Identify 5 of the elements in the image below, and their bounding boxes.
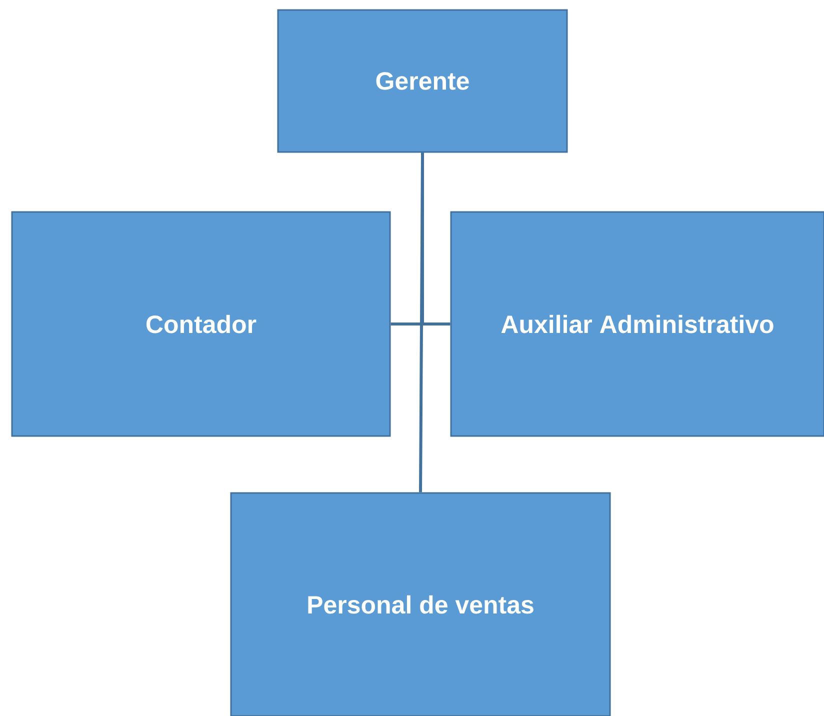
org-box: Contador [11,211,391,437]
org-box: Gerente [277,9,568,153]
connector-line [419,152,424,492]
org-box: Auxiliar Administrativo [450,211,824,437]
org-box: Personal de ventas [230,492,611,716]
